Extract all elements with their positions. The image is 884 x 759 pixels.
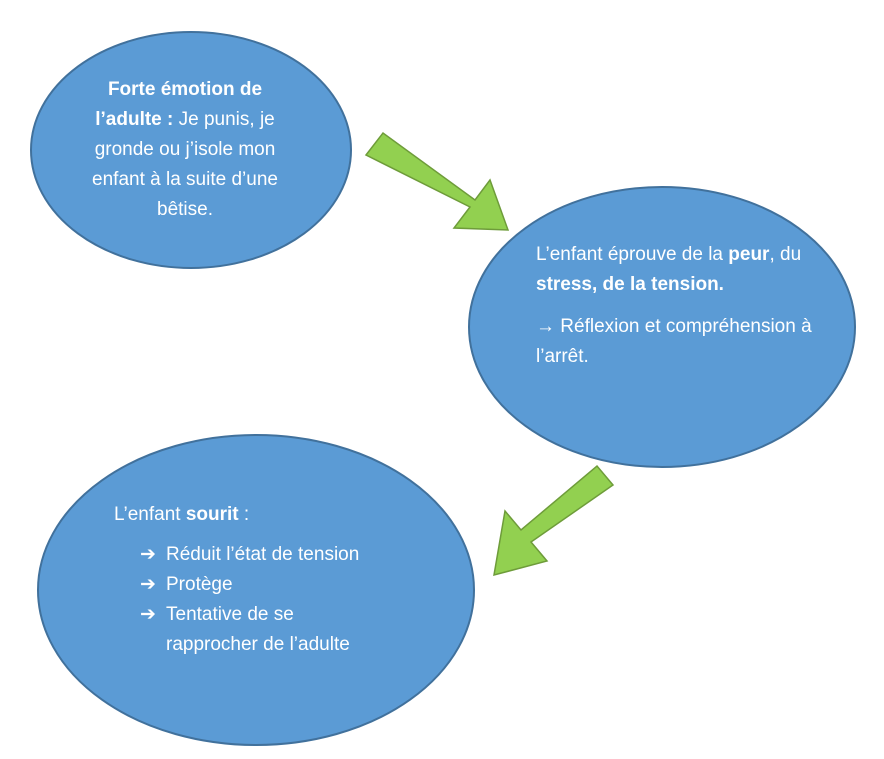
child-smiles-bold-sourit: sourit (185, 504, 239, 525)
child-fear-conclusion-text: Réflexion et compréhension à l’arrêt. (536, 316, 812, 367)
child-fear-conclusion: → Réflexion et compréhension à l’arrêt. (536, 312, 816, 372)
bubble-adult-emotion-text: Forte émotion de l’adulte : Je punis, je… (82, 75, 288, 225)
bubble-child-smiles-text: L’enfant sourit : ➔ Réduit l’état de tens… (114, 500, 444, 660)
bullet-text: Protège (166, 574, 233, 595)
bullet-arrow-icon: ➔ (140, 544, 156, 565)
child-smiles-intro: L’enfant sourit : (114, 500, 444, 530)
child-fear-bold-peur: peur (728, 244, 770, 265)
bubble-child-fear-text: L’enfant éprouve de la peur, du stress, … (536, 240, 816, 372)
adult-emotion-description: Je punis, je gronde ou j’isole mon enfan… (92, 109, 278, 220)
bullet-text: Réduit l’état de tension (166, 544, 360, 565)
bullet-arrow-icon: ➔ (140, 604, 156, 625)
child-fear-text-1: L’enfant éprouve de la (536, 244, 729, 265)
arrow-left-down (493, 464, 615, 577)
ellipse-adult-emotion (30, 31, 352, 269)
bullet-text: Tentative de se (166, 604, 294, 625)
arrow-right-icon: → (536, 316, 555, 337)
child-fear-paragraph: L’enfant éprouve de la peur, du stress, … (536, 240, 816, 300)
bullet-arrow-icon: ➔ (140, 574, 156, 595)
bullet-continuation: rapprocher de l’adulte (166, 634, 350, 655)
child-smiles-intro-end: : (238, 504, 250, 525)
list-item: ➔ Protège (140, 570, 444, 600)
ellipse-child-fear (468, 186, 856, 468)
arrow-right-down (364, 131, 510, 231)
child-smiles-intro-text: L’enfant (114, 504, 186, 525)
list-item: ➔ Réduit l’état de tension (140, 540, 444, 570)
list-item: ➔ Tentative de se (140, 600, 444, 630)
adult-emotion-title: Forte émotion de l’adulte : (95, 79, 263, 130)
child-smiles-bullet-list: ➔ Réduit l’état de tension ➔ Protège ➔ Tent… (140, 540, 444, 660)
child-fear-text-2: , du (769, 244, 802, 265)
ellipse-child-smiles (37, 434, 475, 746)
child-fear-bold-stress: stress, de la tension. (536, 274, 724, 295)
